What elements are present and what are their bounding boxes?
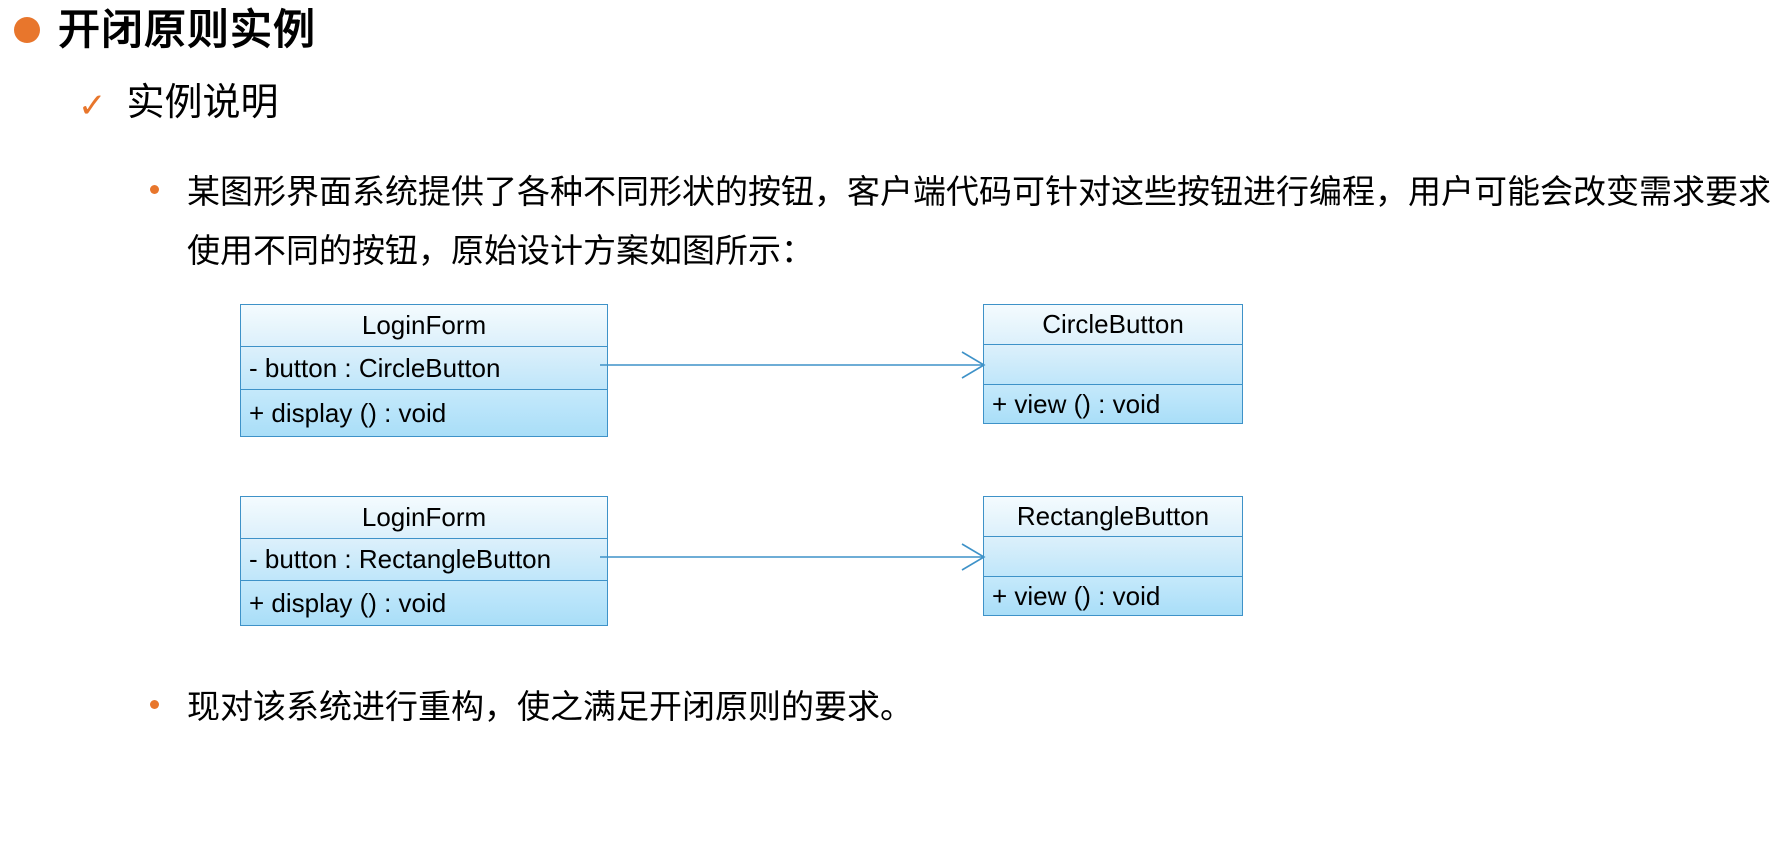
uml-association-arrow-circle [600, 351, 986, 379]
uml-association-arrow-rect [600, 543, 986, 571]
uml-class-operation: + display () : void [241, 390, 607, 436]
small-dot-bullet-icon [150, 185, 159, 194]
bullet-refactor: 现对该系统进行重构，使之满足开闭原则的要求。 [150, 678, 913, 737]
uml-class-name: RectangleButton [984, 497, 1242, 537]
uml-class-circlebutton: CircleButton + view () : void [983, 304, 1243, 424]
bullet-description-text: 某图形界面系统提供了各种不同形状的按钮，客户端代码可针对这些按钮进行编程，用户可… [187, 173, 1771, 269]
uml-class-operation: + view () : void [984, 577, 1242, 615]
uml-class-name: LoginForm [241, 305, 607, 347]
uml-class-operation: + view () : void [984, 385, 1242, 423]
uml-class-rectanglebutton: RectangleButton + view () : void [983, 496, 1243, 616]
small-dot-bullet-icon [150, 700, 159, 709]
uml-class-name: LoginForm [241, 497, 607, 539]
uml-class-attribute: - button : RectangleButton [241, 539, 607, 581]
page-title: 开闭原则实例 [58, 6, 317, 53]
subheading-row: ✓ 实例说明 [78, 82, 279, 126]
uml-class-attribute: - button : CircleButton [241, 347, 607, 390]
uml-class-attribute [984, 537, 1242, 577]
check-icon: ✓ [78, 86, 107, 125]
slide-title-row: 开闭原则实例 [14, 6, 316, 54]
subheading-label: 实例说明 [126, 82, 279, 124]
orange-dot-bullet-icon [14, 17, 40, 44]
uml-class-attribute [984, 345, 1242, 385]
uml-class-loginform-circle: LoginForm - button : CircleButton + disp… [240, 304, 608, 437]
uml-class-loginform-rect: LoginForm - button : RectangleButton + d… [240, 496, 608, 626]
bullet-description: 某图形界面系统提供了各种不同形状的按钮，客户端代码可针对这些按钮进行编程，用户可… [150, 163, 1787, 280]
uml-class-name: CircleButton [984, 305, 1242, 345]
bullet-refactor-text: 现对该系统进行重构，使之满足开闭原则的要求。 [187, 688, 913, 725]
uml-class-operation: + display () : void [241, 581, 607, 625]
